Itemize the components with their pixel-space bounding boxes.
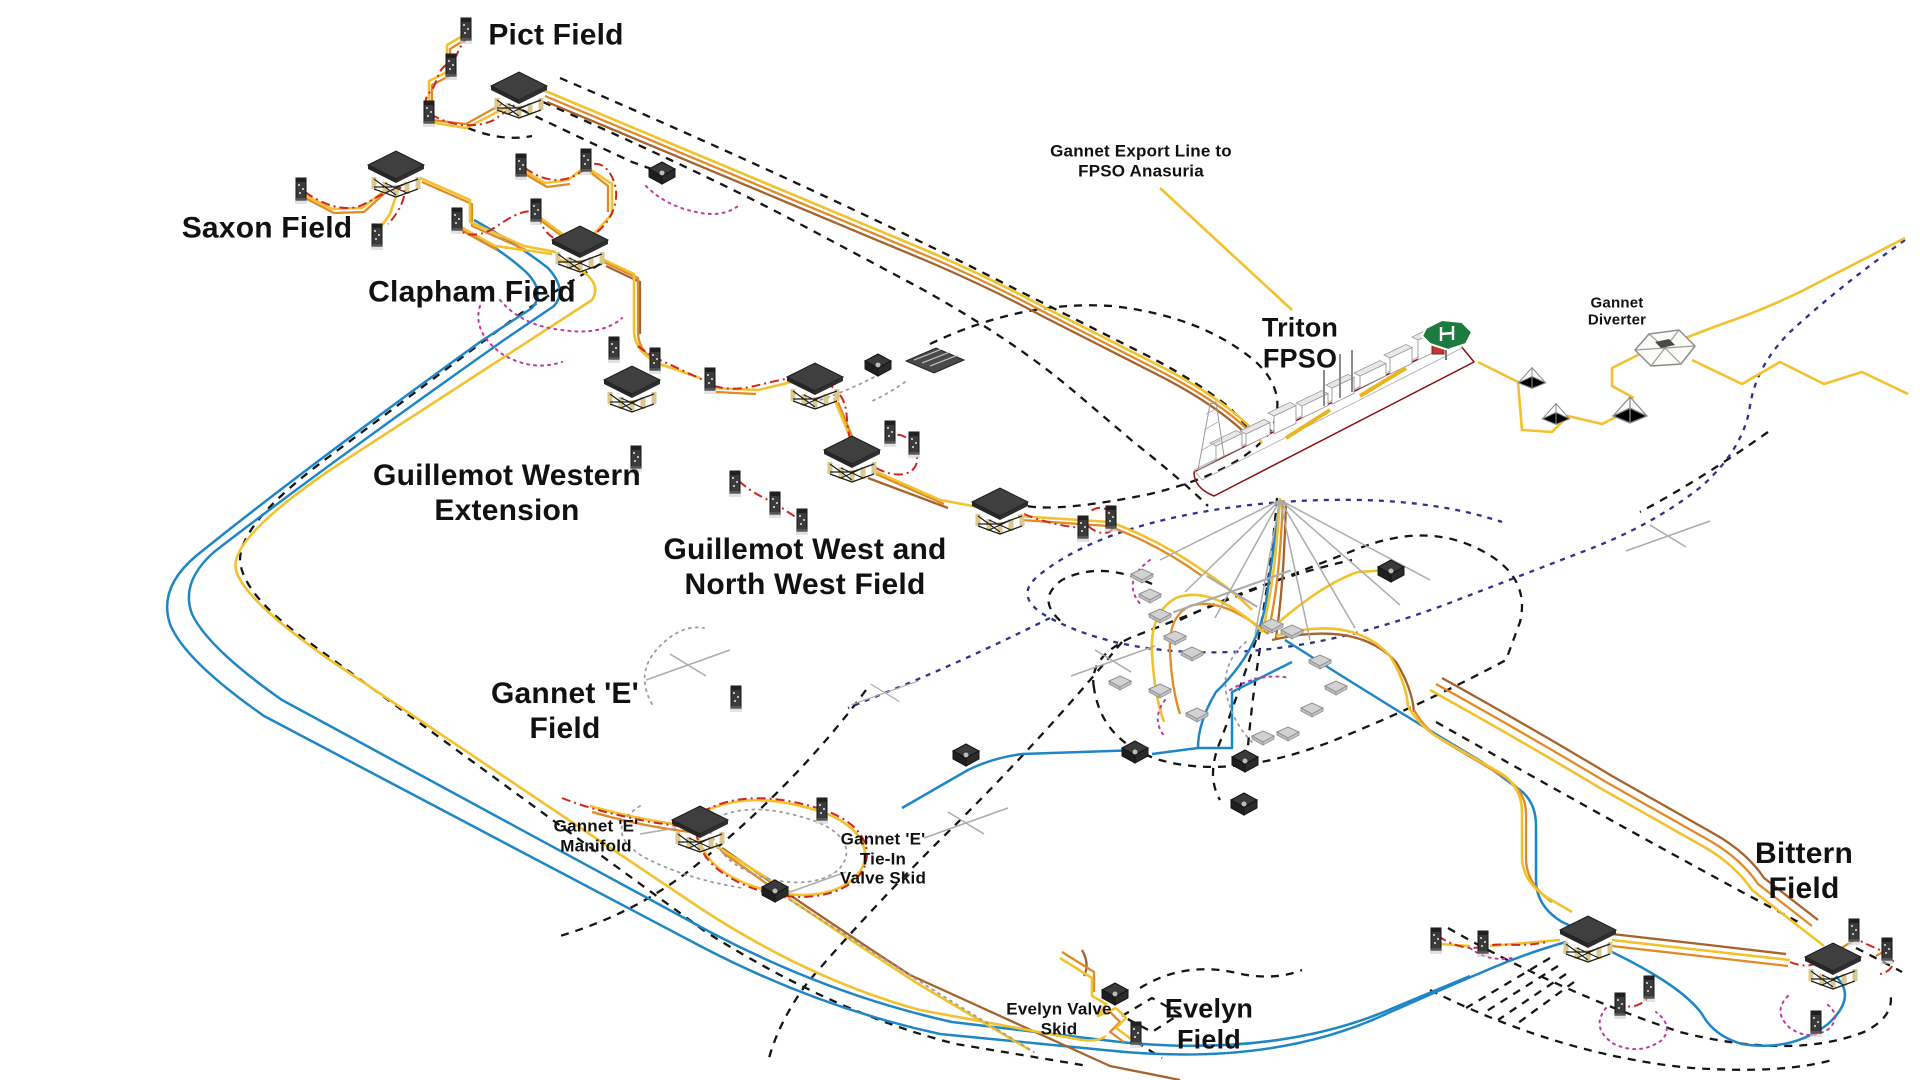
mattress <box>1185 707 1209 723</box>
wellhead <box>422 100 436 128</box>
gannet-e-manifold <box>672 806 728 852</box>
wellhead <box>729 685 743 713</box>
mattress <box>1276 726 1300 742</box>
label-evelyn-valve-skid: Evelyn Valve Skid <box>1006 999 1112 1038</box>
fpso-module-top <box>1383 343 1413 359</box>
crossing-mark <box>645 649 731 681</box>
label-evelyn-field: Evelyn Field <box>1164 993 1254 1055</box>
wellhead <box>1847 918 1861 946</box>
mattress <box>1180 646 1204 662</box>
pict-manifold <box>491 72 547 118</box>
wellhead <box>1076 515 1090 543</box>
bittern-west-manifold <box>1560 916 1616 962</box>
wellhead <box>514 153 528 181</box>
label-bittern-field: Bittern Field <box>1754 837 1854 905</box>
wellhead <box>450 207 464 235</box>
valve-skid <box>952 743 980 767</box>
crossing-mark <box>1070 645 1156 677</box>
bittern-east-manifold <box>1805 943 1861 989</box>
saxon-manifold <box>368 151 424 197</box>
crossing-mark <box>1625 520 1711 552</box>
support-frame <box>1612 396 1648 424</box>
label-gannet-export-line: Gannet Export Line to FPSO Anasuria <box>1050 141 1232 180</box>
valve-skid <box>1121 740 1149 764</box>
wellhead <box>579 148 593 176</box>
label-saxon-field: Saxon Field <box>181 211 353 245</box>
black-dashed-boundaries <box>238 76 1903 1071</box>
label-gannet-e-tie-in-valve-skid: Gannet 'E' Tie-In Valve Skid <box>839 829 927 888</box>
wellhead <box>1880 937 1894 965</box>
label-pict-field: Pict Field <box>488 18 624 52</box>
support-frame <box>1541 403 1571 425</box>
support-frame <box>1517 367 1547 389</box>
fpso-bow-turret <box>1197 401 1225 471</box>
label-leader-lines <box>639 827 847 893</box>
valve-skid <box>864 353 892 377</box>
fpso-module-top <box>1295 390 1329 407</box>
valve-skid <box>648 161 676 185</box>
wellhead <box>648 347 662 375</box>
triton-fpso-vessel <box>1193 318 1475 497</box>
wellhead <box>1129 1021 1143 1049</box>
label-guillemot-western-extension: Guillemot Western Extension <box>373 459 641 527</box>
fpso-module-top <box>1239 419 1271 435</box>
mooring-lines <box>1159 499 1431 641</box>
wellhead <box>1476 930 1490 958</box>
wellhead <box>370 223 384 251</box>
wellhead <box>795 508 809 536</box>
wellhead <box>1642 975 1656 1003</box>
fpso-crane-2 <box>1358 366 1408 398</box>
valve-skid <box>1231 749 1259 773</box>
wellhead <box>1809 1010 1823 1038</box>
mattress <box>1108 675 1132 691</box>
mattress <box>1130 568 1154 584</box>
wellhead <box>883 420 897 448</box>
fpso-crane-1 <box>1284 408 1332 440</box>
guillemot-south-manifold <box>972 488 1028 534</box>
guillemot-west-manifold <box>824 436 880 482</box>
label-clapham-field: Clapham Field <box>368 275 576 309</box>
wellhead <box>529 198 543 226</box>
grey-dotted-lines <box>620 373 1253 1053</box>
label-gannet-e-field: Gannet 'E' Field <box>491 677 639 745</box>
wellhead <box>907 431 921 459</box>
mattress <box>1138 588 1162 604</box>
wellhead <box>815 797 829 825</box>
wellhead <box>1104 505 1118 533</box>
mattress <box>1148 608 1172 624</box>
wellhead <box>1429 927 1443 955</box>
guillemot-nw-manifold <box>787 363 843 409</box>
navy-dashed-lines <box>847 239 1906 710</box>
mattress <box>1163 630 1187 646</box>
fpso-topsides <box>1209 324 1445 461</box>
fpso-module-top <box>1353 360 1387 377</box>
wellhead <box>607 336 621 364</box>
crossing-mark <box>850 680 920 706</box>
yellow-pipelines <box>234 32 1909 1052</box>
wellhead <box>1613 992 1627 1020</box>
crossing-mark <box>923 807 1009 839</box>
mattress <box>1324 680 1348 696</box>
wellhead <box>768 491 782 519</box>
mattress <box>1300 702 1324 718</box>
wellhead <box>728 470 742 498</box>
fpso-flare-masts <box>1323 350 1353 406</box>
wellhead <box>459 17 473 45</box>
barge-structure <box>905 347 965 374</box>
label-gannet-e-manifold: Gannet 'E' Manifold <box>553 816 639 855</box>
fpso-hull <box>1193 339 1475 497</box>
wellhead <box>444 53 458 81</box>
wellhead <box>703 367 717 395</box>
label-guillemot-west-and-north-west-field: Guillemot West and North West Field <box>663 533 947 601</box>
valve-skid <box>1230 792 1258 816</box>
mattress <box>1251 730 1275 746</box>
label-gannet-diverter: Gannet Diverter <box>1587 294 1647 329</box>
label-triton-fpso: Triton FPSO <box>1261 312 1339 374</box>
mattress <box>1148 683 1172 699</box>
diverter-frame <box>1634 329 1696 367</box>
wellhead <box>294 177 308 205</box>
fpso-module-top <box>1267 401 1297 417</box>
fpso-helipad <box>1420 318 1474 360</box>
